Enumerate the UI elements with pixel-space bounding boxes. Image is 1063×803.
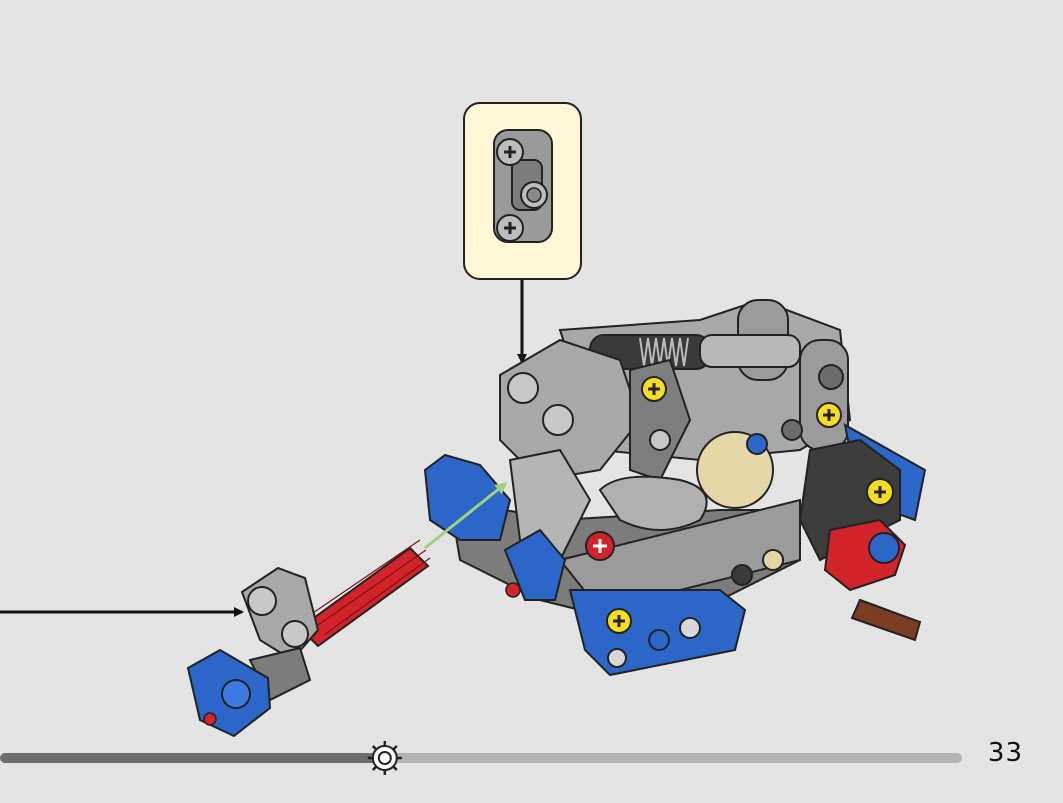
brown-axle [850,598,922,642]
gear-progress-icon [367,741,402,775]
insert-direction-arrow [424,482,508,550]
page-number: 33 [987,738,1023,768]
main-assembly [423,298,927,677]
progress-fill [0,753,385,763]
double-connector-part-icon [493,129,553,243]
gray-connector-sub [240,566,320,662]
blue-beam-left [423,453,512,541]
part-callout [463,102,582,280]
progress-bar [0,741,962,775]
sub-assembly [186,539,431,738]
red-axle [298,546,430,648]
